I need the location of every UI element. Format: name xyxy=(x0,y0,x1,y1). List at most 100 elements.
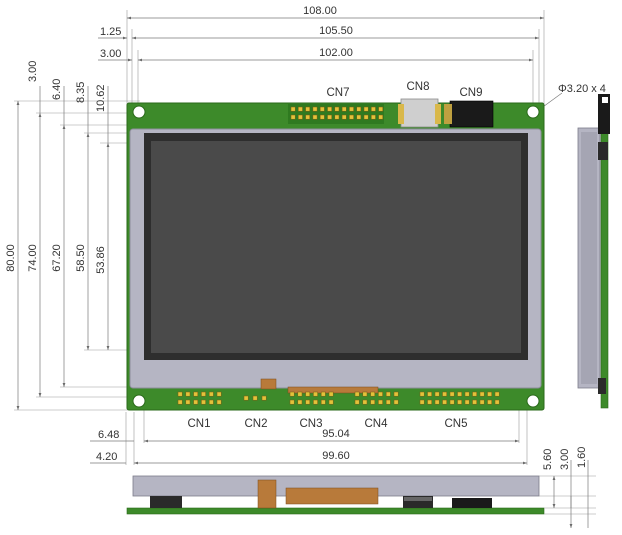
cn7-pin xyxy=(305,106,311,112)
side-dimensions: 5.60 3.00 1.60 xyxy=(542,447,589,528)
cn4-pin xyxy=(378,399,383,405)
cn5-pin xyxy=(442,399,447,405)
cn1-pin xyxy=(177,399,183,405)
flex-cable-tab xyxy=(260,378,277,390)
cn7-pin xyxy=(356,114,362,120)
dim-top-105-50: 105.50 xyxy=(319,25,353,37)
cn3-pin xyxy=(328,399,334,405)
label-cn1: CN1 xyxy=(187,418,210,430)
dim-left-80-00: 80.00 xyxy=(5,244,17,272)
dim-left-10-62: 10.62 xyxy=(95,84,107,112)
cn5-pin xyxy=(457,391,462,397)
cn3-pin xyxy=(297,391,303,397)
top-dimensions: 108.00 1.25 105.50 3.00 102.00 Φ3.20 x 4 xyxy=(98,5,606,113)
cn5-pin xyxy=(449,399,455,405)
cn1-pin xyxy=(193,391,199,397)
dim-left-3-00: 3.00 xyxy=(27,61,39,82)
cn7-pin xyxy=(327,114,332,120)
cn1-pin xyxy=(208,399,214,405)
dim-top-102-00: 102.00 xyxy=(319,47,353,59)
dim-top-3-00: 3.00 xyxy=(100,48,121,60)
cn7-pin xyxy=(371,106,376,112)
cn5-pin xyxy=(457,399,462,405)
cn5-pin xyxy=(472,391,477,397)
label-cn4: CN4 xyxy=(364,418,388,430)
cn1-pin xyxy=(208,391,214,397)
label-cn7: CN7 xyxy=(326,87,349,99)
dim-side-5-60: 5.60 xyxy=(542,449,554,470)
cn4-pin xyxy=(362,399,368,405)
cn3-pin xyxy=(305,391,311,397)
cn1-pin xyxy=(201,391,206,397)
left-dimensions: 80.00 74.00 67.20 58.50 53.86 3.00 6.40 … xyxy=(5,61,110,410)
dim-top-108: 108.00 xyxy=(303,5,337,17)
mounting-hole-icon xyxy=(132,105,146,119)
cn5-pin xyxy=(464,399,470,405)
cn1-pin xyxy=(185,399,191,405)
mounting-hole-icon xyxy=(132,394,146,408)
pin-headers xyxy=(177,106,500,405)
cn5-pin xyxy=(479,391,485,397)
cn7-pin xyxy=(378,106,384,112)
dim-bottom-6-48: 6.48 xyxy=(98,429,119,441)
bottom-dimensions: 6.48 95.04 4.20 99.60 xyxy=(90,428,527,465)
label-cn8: CN8 xyxy=(406,81,429,93)
cn7-pin xyxy=(341,106,347,112)
cn7-pin xyxy=(312,114,318,120)
cn3-pin xyxy=(313,399,318,405)
flex-cable-edge xyxy=(257,479,277,509)
dim-side-3-00: 3.00 xyxy=(559,449,571,470)
cn4-pin xyxy=(370,399,376,405)
cn7-pin xyxy=(334,114,340,120)
dim-left-58-50: 58.50 xyxy=(75,244,87,272)
cn3-pin xyxy=(289,391,295,397)
cn3-pin xyxy=(313,391,318,397)
label-cn5: CN5 xyxy=(444,418,467,430)
cn7-pin xyxy=(298,106,303,112)
side-view-right xyxy=(577,94,610,409)
dim-bottom-99-60: 99.60 xyxy=(322,450,350,462)
cn1-pin xyxy=(216,399,222,405)
label-cn2: CN2 xyxy=(244,418,267,430)
cn7-pin xyxy=(298,114,303,120)
cn5-pin xyxy=(494,399,500,405)
pcb-edge xyxy=(126,507,545,515)
dim-bottom-95-04: 95.04 xyxy=(322,428,350,440)
cn4-pin xyxy=(378,391,383,397)
cn4-pin xyxy=(354,391,360,397)
cn4-pin xyxy=(393,399,399,405)
cn7-pin xyxy=(349,106,354,112)
cn7-pin xyxy=(349,114,354,120)
cn4-pin xyxy=(362,391,368,397)
dim-left-8-35: 8.35 xyxy=(75,82,87,103)
cn5-pin xyxy=(472,399,477,405)
cn2-pin xyxy=(252,395,258,401)
cn5-pin xyxy=(464,391,470,397)
cn7-pin xyxy=(334,106,340,112)
cn7-pin xyxy=(319,106,325,112)
cn1-pin xyxy=(216,391,222,397)
cn9-connector xyxy=(449,100,494,128)
cn3-pin xyxy=(305,399,311,405)
cn2-pin xyxy=(261,395,267,401)
cn1-pin xyxy=(201,399,206,405)
cn7-pin xyxy=(312,106,318,112)
edge-view-bottom xyxy=(126,475,596,515)
cn5-pin xyxy=(494,391,500,397)
cn7-pin xyxy=(327,106,332,112)
cn7-pin xyxy=(305,114,311,120)
cn3-pin xyxy=(289,399,295,405)
cn7-pin xyxy=(290,114,296,120)
cn1-pin xyxy=(185,391,191,397)
dim-left-6-40: 6.40 xyxy=(51,79,63,100)
mounting-hole-icon xyxy=(526,105,540,119)
cn7-pin xyxy=(290,106,296,112)
cn3-pin xyxy=(297,399,303,405)
cn4-pin xyxy=(370,391,376,397)
cn3-pin xyxy=(320,391,326,397)
cn8-connector xyxy=(400,98,439,128)
cn5-pin xyxy=(487,391,492,397)
lcd-screen xyxy=(151,141,521,353)
dim-side-1-60: 1.60 xyxy=(576,447,588,468)
